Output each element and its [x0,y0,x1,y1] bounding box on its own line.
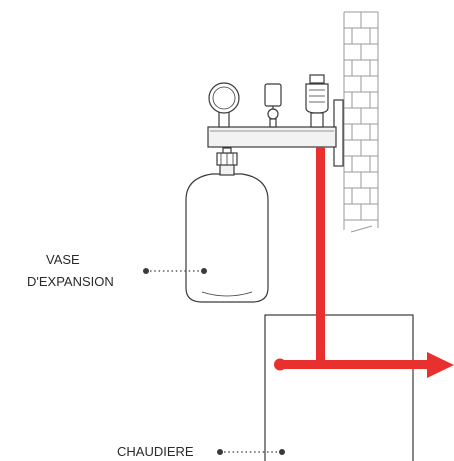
boiler-box [264,314,414,461]
safety-valve-icon [264,83,282,128]
air-vent-icon [305,74,329,128]
flow-arrow-icon [427,352,454,378]
vase-label-line1: VASE [46,252,80,267]
manifold-bar [207,126,337,148]
brick-wall [343,11,379,233]
supply-pipe [274,147,430,371]
expansion-vessel [185,147,269,303]
vase-leader-line [143,268,207,274]
vase-label-line2: D'EXPANSION [27,274,114,289]
pressure-gauge-icon [208,82,240,128]
boiler-label: CHAUDIERE [117,444,194,459]
boiler-leader-line [217,449,285,455]
